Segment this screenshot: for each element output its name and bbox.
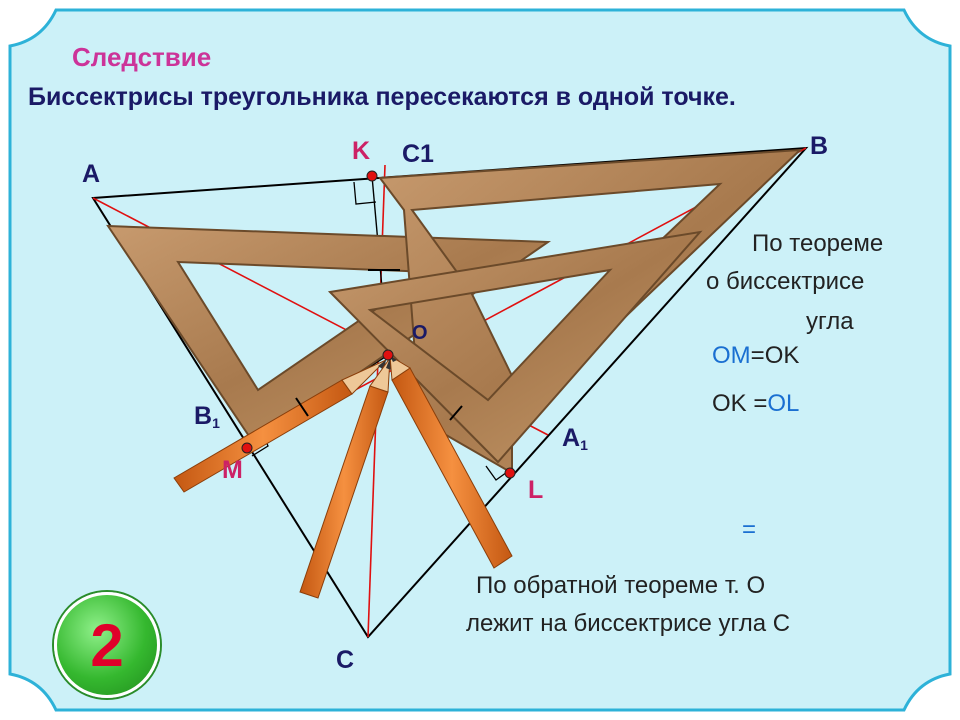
points <box>241 170 516 479</box>
point-o <box>382 349 394 361</box>
theorem-line-1: По теореме <box>752 230 884 257</box>
label-b1-sub: 1 <box>212 415 220 431</box>
label-o: O <box>412 322 428 344</box>
pencil-icon <box>173 359 387 493</box>
pencil-icon <box>389 355 513 569</box>
equation-ok: =OK <box>750 342 800 369</box>
equation-ok-left: OK = <box>712 390 768 417</box>
converse-line-1: По обратной теореме т. О <box>476 572 766 599</box>
label-b1-main: B <box>194 402 213 430</box>
equation-ol: OL <box>767 390 800 417</box>
equation-om-ok: OM=OK <box>712 342 799 370</box>
slide-number-badge: 2 <box>54 592 160 698</box>
slide-heading: Следствие <box>72 42 212 72</box>
equation-ok-ol: OK =OL <box>712 390 799 418</box>
label-l: L <box>528 476 544 504</box>
theorem-line-3: угла <box>806 308 854 335</box>
pencil-icon <box>299 356 391 599</box>
label-a1-main: A <box>562 424 581 452</box>
point-m <box>241 442 253 454</box>
label-c1: C1 <box>402 140 434 168</box>
equals-sign: = <box>742 516 757 543</box>
label-m: M <box>222 456 243 484</box>
label-a1: A1 <box>562 424 588 453</box>
point-l <box>504 467 516 479</box>
equation-om: OM <box>712 342 751 369</box>
label-b: B <box>810 132 829 160</box>
label-a: A <box>82 160 101 188</box>
label-c: C <box>336 646 355 674</box>
slide-statement: Биссектрисы треугольника пересекаются в … <box>28 83 736 111</box>
point-k <box>366 170 378 182</box>
theorem-line-2: о биссектрисе <box>706 268 865 295</box>
equality-marks <box>295 269 463 421</box>
label-k: K <box>352 137 371 165</box>
converse-line-2: лежит на биссектрисе угла С <box>466 610 791 637</box>
label-a1-sub: 1 <box>580 437 588 453</box>
label-b1: B1 <box>194 402 220 431</box>
